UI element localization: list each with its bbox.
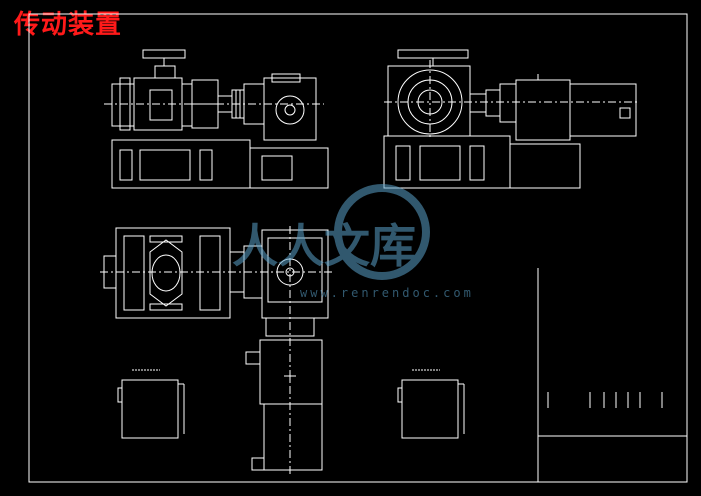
watermark-logo: 人人文库	[232, 184, 430, 280]
front-view	[104, 49, 329, 189]
drawing-title: 传动装置	[14, 10, 123, 40]
side-view	[383, 49, 640, 189]
detail-view-left	[117, 369, 185, 439]
watermark-url: www.renrendoc.com	[300, 286, 474, 300]
title-block	[537, 268, 687, 482]
top-view	[100, 226, 334, 476]
detail-view-right	[397, 369, 465, 439]
watermark-logo-text: 人人文库	[232, 219, 416, 273]
drawing-border	[28, 13, 688, 483]
